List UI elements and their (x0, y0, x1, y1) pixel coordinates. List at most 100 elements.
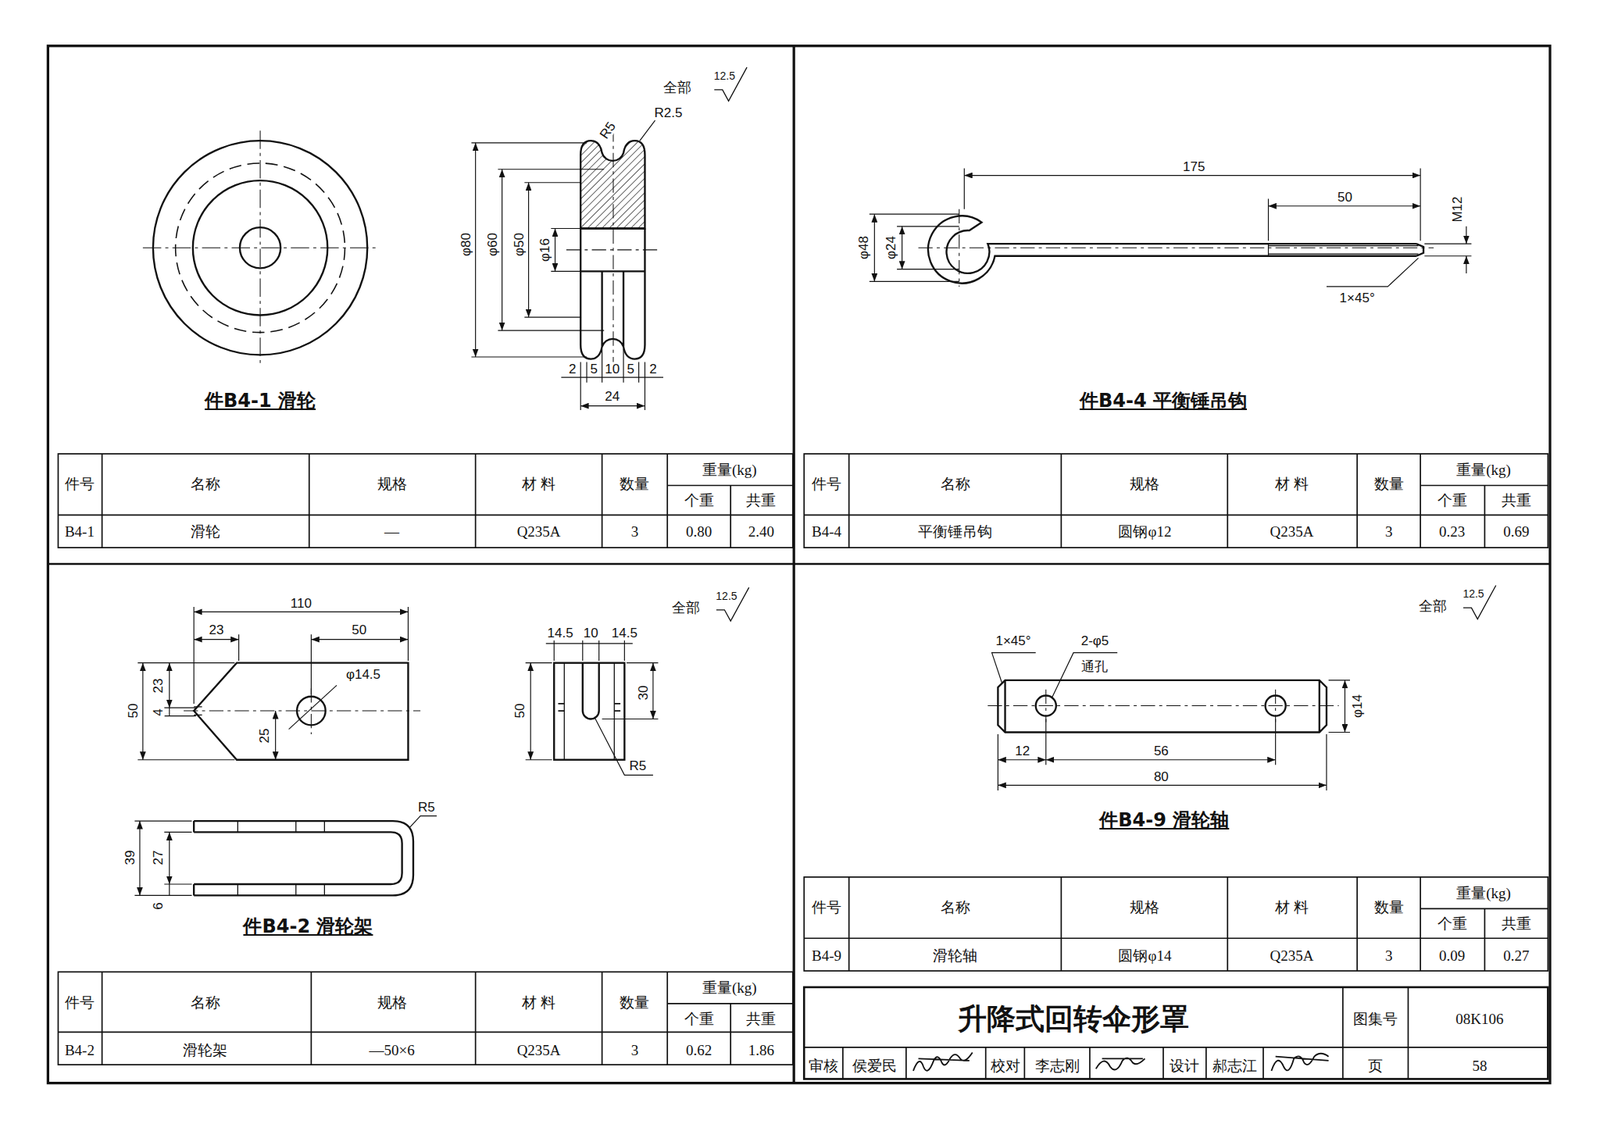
dimension-text: 50 (1336, 190, 1354, 204)
table-cell: Q235A (516, 524, 562, 540)
table-cell: 共重 (745, 1010, 777, 1026)
table-cell: 0.69 (1502, 524, 1530, 540)
table-cell: 材 料 (521, 994, 557, 1010)
dimension-text: 50 (125, 703, 140, 720)
table-cell: B4-4 (810, 524, 843, 540)
dimension-text: 1×45° (1339, 291, 1376, 305)
dimension-text: 80 (1153, 769, 1170, 783)
table-cell: 0.62 (685, 1042, 713, 1058)
note-text: 全部 (671, 600, 701, 615)
dimension-text: R2.5 (653, 105, 684, 119)
roughness-value: 12.5 (714, 590, 738, 602)
table-cell: 圆钢φ12 (1117, 524, 1172, 540)
drawing-title: 升降式回转伞形罩 (957, 1003, 1190, 1033)
table-cell: 件号 (64, 476, 96, 492)
dimension-text: 10 (582, 625, 600, 640)
table-cell: 滑轮 (189, 524, 222, 540)
table-cell: 材 料 (1274, 476, 1310, 492)
dimension-text: φ14.5 (345, 667, 382, 682)
table-cell: 3 (1384, 524, 1394, 540)
table-cell: 重量(kg) (701, 980, 758, 996)
dimension-text: R5 (417, 800, 436, 815)
dimension-text: φ14 (1350, 693, 1365, 719)
roughness-value: 12.5 (1461, 588, 1485, 600)
table-cell: 共重 (745, 492, 777, 508)
dimension-text: 通孔 (1080, 659, 1109, 673)
table-cell: 校对 (989, 1057, 1022, 1073)
table-cell: 重量(kg) (1455, 885, 1512, 900)
dimension-text: 110 (289, 596, 313, 610)
part-title: 件B4-2 滑轮架 (242, 917, 374, 936)
table-cell: B4-1 (64, 524, 96, 540)
table-cell: 圆钢φ14 (1117, 947, 1172, 963)
dimension-text: 14.5 (610, 625, 639, 640)
dimension-text: 1×45° (994, 634, 1032, 648)
dimension-text: 2 (567, 361, 577, 375)
note-text: 全部 (662, 80, 693, 95)
table-cell: B4-2 (64, 1042, 96, 1058)
table-cell: 侯爱民 (851, 1057, 898, 1073)
table-cell: 0.09 (1438, 947, 1466, 963)
table-cell: 58 (1471, 1057, 1488, 1073)
dimension-text: 6 (151, 901, 165, 911)
table-cell: 0.23 (1438, 524, 1466, 540)
dimension-text: φ16 (538, 237, 552, 263)
table-cell: — (383, 524, 400, 540)
table-cell: 个重 (683, 492, 715, 508)
table-cell: Q235A (1269, 524, 1315, 540)
table-cell: 0.80 (685, 524, 713, 540)
dimension-text: 24 (603, 389, 621, 403)
table-cell: 08K106 (1454, 1010, 1504, 1026)
dimension-text: 5 (625, 361, 635, 375)
part-title: 件B4-1 滑轮 (203, 391, 317, 411)
table-cell: Q235A (516, 1042, 562, 1058)
table-cell: 件号 (810, 476, 843, 492)
table-cell: 名称 (939, 476, 972, 492)
table-cell: Q235A (1269, 947, 1315, 963)
table-cell: 件号 (64, 994, 96, 1010)
dimension-text: 5 (589, 361, 598, 375)
table-cell: 个重 (683, 1010, 715, 1026)
table-cell: 页 (1367, 1057, 1384, 1073)
table-cell: 滑轮轴 (932, 947, 979, 963)
dimension-text: R5 (597, 119, 620, 143)
dimension-text: φ50 (511, 232, 525, 258)
table-cell: 1.86 (747, 1042, 775, 1058)
dimension-text: 2-φ5 (1080, 634, 1111, 648)
dimension-text: 2 (648, 361, 658, 375)
table-cell: 审核 (807, 1057, 840, 1073)
dimension-text: 27 (151, 850, 165, 867)
table-cell: 滑轮架 (182, 1042, 229, 1058)
table-cell: 个重 (1436, 916, 1468, 932)
table-cell: 李志刚 (1034, 1057, 1081, 1073)
dimension-text: 4 (151, 707, 165, 717)
dimension-text: 10 (603, 361, 621, 375)
table-cell: 3 (1384, 947, 1394, 963)
dimension-text: φ80 (458, 232, 472, 258)
dimension-text: R5 (628, 758, 647, 772)
table-cell: 0.27 (1502, 947, 1530, 963)
dimension-text: 23 (151, 677, 165, 694)
table-cell: 共重 (1500, 492, 1533, 508)
dimension-text: 39 (122, 850, 136, 867)
dimension-text: φ48 (856, 235, 870, 261)
part-title: 件B4-4 平衡锤吊钩 (1078, 391, 1248, 411)
table-cell: 规格 (1128, 476, 1161, 492)
table-cell: 郝志江 (1211, 1057, 1258, 1073)
dimension-text: 14.5 (546, 625, 575, 640)
table-cell: —50×6 (367, 1042, 415, 1058)
dimension-text: 25 (257, 727, 272, 744)
table-cell: 规格 (1128, 900, 1161, 915)
dimension-text: 12 (1014, 744, 1031, 758)
table-cell: 材 料 (1274, 900, 1310, 915)
dimension-text: φ60 (485, 232, 499, 258)
table-cell: 2.40 (747, 524, 775, 540)
table-cell: 数量 (618, 476, 650, 492)
dimension-text: 56 (1153, 744, 1170, 758)
table-cell: 数量 (618, 994, 650, 1010)
table-cell: 数量 (1373, 476, 1405, 492)
table-cell: 个重 (1436, 492, 1468, 508)
table-cell: 名称 (189, 994, 222, 1010)
